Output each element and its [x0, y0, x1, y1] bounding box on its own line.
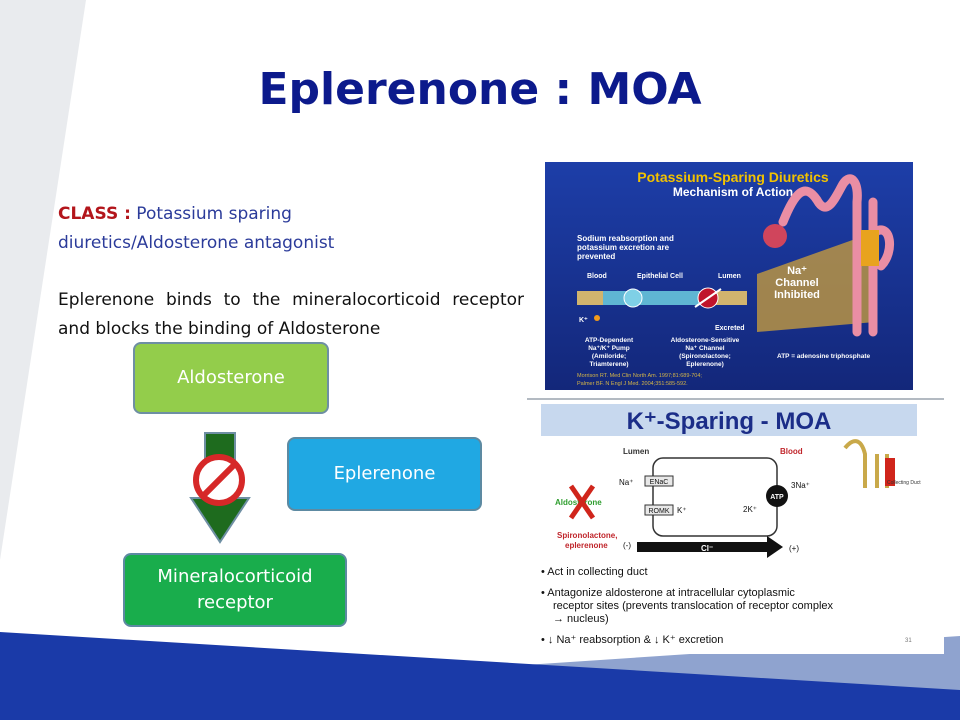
page-title: Eplerenone : MOA — [258, 64, 702, 115]
figure1-k-label: K⁺ — [579, 317, 588, 324]
receptor-box: Mineralocorticoid receptor — [123, 553, 347, 627]
figure1-reference1: Morrison RT. Med Clin North Am. 1997;81:… — [577, 373, 702, 379]
figure1-k-dot — [594, 315, 600, 321]
figure2-atp-pump — [766, 485, 788, 507]
class-label: CLASS : — [58, 204, 131, 224]
figure2-romk-box — [644, 504, 674, 516]
figure2-bullet2-line3: → nucleus) — [553, 613, 609, 625]
receptor-label-line2: receptor — [197, 592, 273, 613]
potassium-sparing-figure: Potassium-Sparing Diuretics Mechanism of… — [545, 162, 913, 390]
figure1-block-line — [694, 288, 722, 308]
figure2-na-label: Na⁺ — [619, 478, 633, 487]
figure2-bullet2-line1: • Antagonize aldosterone at intracellula… — [541, 587, 795, 599]
figure2-atp-label: ATP — [770, 494, 784, 501]
footer-blue-band — [0, 632, 960, 720]
figure1-na-line2: Channel — [775, 277, 818, 289]
figure2-bullet1: • Act in collecting duct — [541, 566, 648, 578]
moa-description: Eplerenone binds to the mineralocorticoi… — [58, 290, 524, 339]
figure2-3na-label: 3Na⁺ — [791, 481, 810, 490]
blocked-arrow — [189, 432, 251, 544]
figure1-na-line1: Na⁺ — [787, 265, 807, 277]
figure1-reference2: Palmer BF. N Engl J Med. 2004;351:585-59… — [577, 381, 688, 387]
figure2-aldosterone-label: Aldosterone — [555, 498, 602, 507]
figure1-highlight-panel — [757, 232, 875, 332]
figure1-ald-line1: Aldosterone-Sensitive — [671, 337, 740, 344]
figure2-minus-label: (-) — [623, 541, 631, 550]
figure2-title-band — [541, 404, 917, 436]
figure2-bullet2-line2: receptor sites (prevents translocation o… — [553, 600, 834, 612]
figure1-excreted-label: Excreted — [715, 325, 745, 332]
figure1-atp-line3: (Amiloride; — [592, 353, 626, 360]
class-text: CLASS : Potassium sparing diuretics/Aldo… — [58, 200, 388, 258]
figure2-plus-label: (+) — [789, 544, 799, 553]
figure1-title: Potassium-Sparing Diuretics — [637, 169, 829, 185]
figure2-enac-box — [644, 475, 674, 487]
figure2-spiro-line1: Spironolactone, — [557, 531, 617, 540]
figure1-note-line3: prevented — [577, 252, 615, 261]
figure2-collecting-label: Collecting Duct — [887, 480, 921, 486]
figure1-epithelial-label: Epithelial Cell — [637, 273, 683, 280]
figure1-collecting-segment — [861, 230, 879, 266]
figure2-blood-label: Blood — [780, 447, 803, 456]
figure2-title: K⁺-Sparing - MOA — [627, 408, 832, 435]
figure1-ald-line3: (Spironolactone; — [679, 353, 731, 360]
figure2-cl-label: Cl⁻ — [701, 544, 713, 553]
figure1-note-line1: Sodium reabsorption and — [577, 234, 674, 243]
figure1-ald-line2: Na⁺ Channel — [685, 345, 724, 352]
left-gray-band — [0, 0, 86, 560]
figure2-cl-arrow — [637, 536, 783, 558]
figure2-spiro-line2: eplerenone — [565, 541, 608, 550]
figure2-lumen-label: Lumen — [623, 447, 649, 456]
figure2-duct-highlight — [885, 458, 895, 486]
figure1-nephron-tubule — [778, 174, 895, 337]
figure1-pump-icon — [623, 288, 643, 308]
figure1-lumen-label: Lumen — [718, 273, 741, 280]
k-sparing-figure: K⁺-Sparing - MOA Lumen Blood Na⁺ ENaC RO… — [527, 398, 944, 654]
figure2-2k-label: 2K⁺ — [743, 505, 757, 514]
figure2-romk-label: ROMK — [649, 508, 670, 515]
figure1-cell-bar — [603, 291, 703, 305]
figure1-ald-line4: Eplerenone) — [686, 361, 724, 368]
figure1-glomerulus — [763, 224, 787, 248]
figure2-block-x-icon — [568, 484, 596, 520]
figure1-atp-line2: Na⁺/K⁺ Pump — [588, 345, 630, 352]
receptor-label-line1: Mineralocorticoid — [157, 566, 313, 587]
figure2-page-number: 31 — [905, 638, 912, 644]
figure1-atp-line4: Triamterene) — [589, 361, 628, 368]
eplerenone-label: Eplerenone — [333, 463, 436, 484]
figure1-note-line2: potassium excretion are — [577, 243, 670, 252]
aldosterone-label: Aldosterone — [177, 367, 285, 388]
figure2-enac-label: ENaC — [650, 479, 669, 486]
figure2-background — [527, 398, 944, 654]
figure1-blood-label: Blood — [587, 273, 607, 280]
figure2-bullet3: • ↓ Na⁺ reabsorption & ↓ K⁺ excretion — [541, 634, 723, 646]
figure2-k-label: K⁺ — [677, 506, 687, 515]
figure1-subtitle: Mechanism of Action — [673, 185, 793, 199]
figure1-na-line3: Inhibited — [774, 289, 820, 301]
figure1-atp-definition: ATP = adenosine triphosphate — [777, 353, 871, 360]
aldosterone-box: Aldosterone — [133, 342, 329, 414]
class-value: Potassium sparing diuretics/Aldosterone … — [58, 204, 335, 253]
figure1-atp-line1: ATP-Dependent — [585, 337, 634, 344]
prohibition-icon — [193, 454, 245, 506]
eplerenone-box: Eplerenone — [287, 437, 482, 511]
